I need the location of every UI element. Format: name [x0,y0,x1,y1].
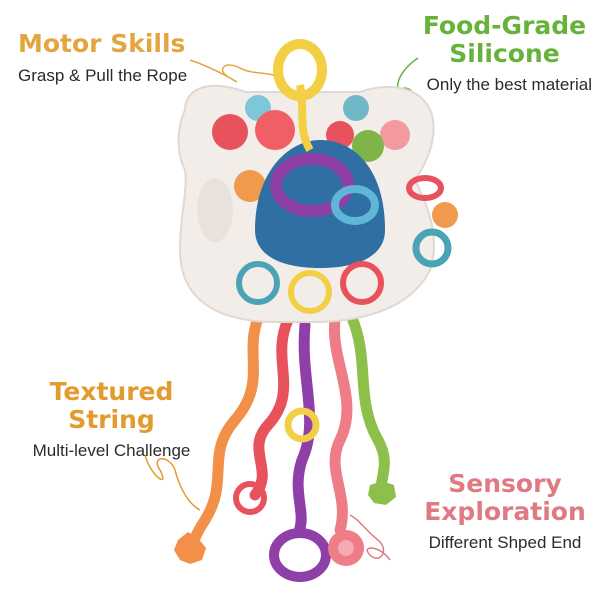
motor-skills-title: Motor Skills [18,29,186,58]
pop-button-pink [380,120,410,150]
hole-teal [236,261,280,305]
sensory-subtitle: Different Shped End [428,533,582,552]
sensory-title-line2: Exploration [424,496,586,526]
pink-string [328,314,353,536]
motor-skills-subtitle: Grasp & Pull the Rope [18,65,188,85]
textured-string-title: Textured String [49,377,174,434]
textured-string-callout: Textured String Multi-level Challenge [4,378,219,461]
side-ring-teal [412,228,452,268]
side-gear-orange [432,202,458,228]
red-ring [233,481,267,515]
pink-flower-center [338,540,354,556]
sensory-connector-swirl [349,514,391,561]
green-string [346,312,390,498]
gear-green [352,130,384,162]
gear-red [255,110,295,150]
yellow-pull-ring [273,39,327,101]
blue-knot [331,185,379,225]
food-grade-subtitle: Only the best material [426,75,592,94]
food-grade-title-line1: Food-Grade [422,11,587,40]
orange-flower [234,170,266,202]
sensory-title-line1: Sensory [448,469,562,498]
pop-button-red [212,114,248,150]
orange-end-shape [174,532,206,564]
string-connector-swirl [144,454,201,511]
sensory-callout: Sensory Exploration Different Shped End [415,470,595,553]
purple-knot [270,153,354,217]
hole-yellow [288,270,332,314]
food-grade-title-line2: Silicone [449,38,560,68]
textured-pad [197,178,233,242]
red-string [249,314,294,501]
pop-button-teal [343,95,369,121]
motor-connector-swirl [189,59,286,83]
food-grade-callout: Food-Grade Silicone Only the best materi… [417,12,592,95]
motor-skills-callout: Motor Skills Grasp & Pull the Rope [18,30,187,86]
orange-string [184,304,268,554]
side-ring-red [406,175,444,201]
textured-string-subtitle: Multi-level Challenge [32,441,191,460]
green-end-shape [368,481,396,505]
yellow-ring [284,407,320,443]
purple-string [292,319,316,534]
hole-red [340,261,384,305]
purple-ring-end [269,528,331,582]
